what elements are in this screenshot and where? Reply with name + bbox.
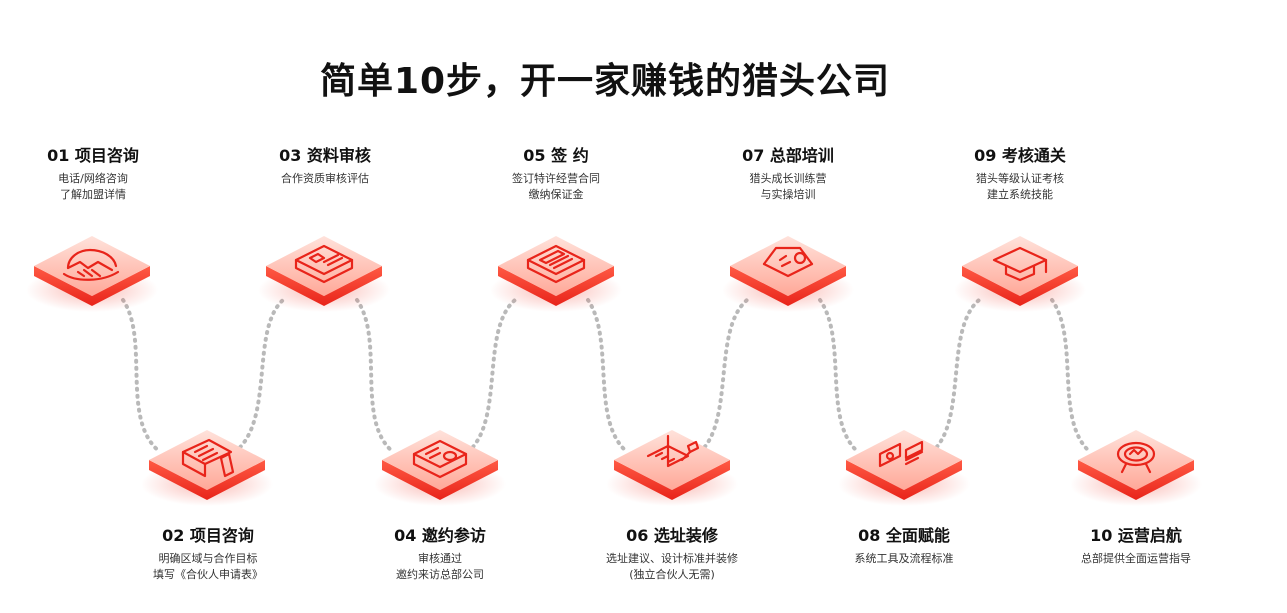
step-09-tile bbox=[950, 218, 1090, 318]
step-description: 签订特许经营合同 缴纳保证金 bbox=[456, 171, 656, 203]
step-description-line: 电话/网络咨询 bbox=[58, 172, 128, 185]
step-description-line: 系统工具及流程标准 bbox=[854, 552, 954, 565]
step-10: 10 运营启航 总部提供全面运营指导 bbox=[1036, 526, 1236, 567]
step-description-line: 总部提供全面运营指导 bbox=[1081, 552, 1191, 565]
step-description-line: (独立合伙人无需) bbox=[629, 568, 715, 581]
step-01: 01 项目咨询 电话/网络咨询 了解加盟详情 bbox=[0, 146, 193, 203]
step-02: 02 项目咨询 明确区域与合作目标 填写《合伙人申请表》 bbox=[108, 526, 308, 583]
step-10-tile bbox=[1066, 412, 1206, 512]
step-07: 07 总部培训 猎头成长训练营 与实操培训 bbox=[688, 146, 888, 203]
step-description: 电话/网络咨询 了解加盟详情 bbox=[0, 171, 193, 203]
step-05: 05 签 约 签订特许经营合同 缴纳保证金 bbox=[456, 146, 656, 203]
step-09: 09 考核通关 猎头等级认证考核 建立系统技能 bbox=[920, 146, 1120, 203]
award-badge-icon bbox=[1116, 441, 1156, 474]
step-heading: 07 总部培训 bbox=[742, 146, 834, 165]
contract-icon bbox=[526, 244, 586, 284]
step-description-line: 与实操培训 bbox=[760, 188, 816, 201]
step-heading: 04 邀约参访 bbox=[394, 526, 486, 545]
step-description-line: 建立系统技能 bbox=[987, 188, 1053, 201]
step-heading: 09 考核通关 bbox=[974, 146, 1066, 165]
step-description-line: 猎头等级认证考核 bbox=[976, 172, 1064, 185]
step-heading: 06 选址装修 bbox=[626, 526, 718, 545]
step-06-tile bbox=[602, 412, 742, 512]
toolkit-icon bbox=[878, 440, 924, 468]
step-heading: 05 签 约 bbox=[523, 146, 589, 165]
page-title: 简单10步，开一家赚钱的猎头公司 bbox=[319, 61, 891, 102]
step-07-tile bbox=[718, 218, 858, 318]
graduation-cap-icon bbox=[992, 246, 1048, 282]
step-description-line: 明确区域与合作目标 bbox=[158, 552, 258, 565]
step-description-line: 审核通过 bbox=[418, 552, 462, 565]
step-description: 总部提供全面运营指导 bbox=[1036, 551, 1236, 567]
step-04: 04 邀约参访 审核通过 邀约来访总部公司 bbox=[340, 526, 540, 583]
building-brush-icon bbox=[646, 434, 700, 468]
step-heading: 10 运营启航 bbox=[1090, 526, 1182, 545]
step-description-line: 合作资质审核评估 bbox=[281, 172, 369, 185]
step-05-tile bbox=[486, 218, 626, 318]
step-description: 系统工具及流程标准 bbox=[804, 551, 1004, 567]
document-pen-icon bbox=[181, 438, 235, 478]
step-description-line: 选址建议、设计标准并装修 bbox=[606, 552, 738, 565]
step-description: 审核通过 邀约来访总部公司 bbox=[340, 551, 540, 583]
step-description-line: 填写《合伙人申请表》 bbox=[153, 568, 263, 581]
step-heading: 08 全面赋能 bbox=[858, 526, 950, 545]
step-03: 03 资料审核 合作资质审核评估 bbox=[225, 146, 425, 187]
step-description-line: 签订特许经营合同 bbox=[512, 172, 600, 185]
training-icon bbox=[762, 246, 814, 278]
id-card-icon bbox=[294, 244, 354, 284]
step-description-line: 了解加盟详情 bbox=[60, 188, 126, 201]
step-01-tile bbox=[22, 218, 162, 318]
step-description-line: 缴纳保证金 bbox=[528, 188, 584, 201]
step-description-line: 邀约来访总部公司 bbox=[396, 568, 484, 581]
step-08: 08 全面赋能 系统工具及流程标准 bbox=[804, 526, 1004, 567]
step-description: 猎头等级认证考核 建立系统技能 bbox=[920, 171, 1120, 203]
step-02-tile bbox=[137, 412, 277, 512]
step-heading: 02 项目咨询 bbox=[162, 526, 254, 545]
step-description: 选址建议、设计标准并装修 (独立合伙人无需) bbox=[572, 551, 772, 583]
step-06: 06 选址装修 选址建议、设计标准并装修 (独立合伙人无需) bbox=[572, 526, 772, 583]
step-08-tile bbox=[834, 412, 974, 512]
invitation-icon bbox=[412, 439, 468, 479]
step-description: 猎头成长训练营 与实操培训 bbox=[688, 171, 888, 203]
step-heading: 01 项目咨询 bbox=[47, 146, 139, 165]
step-heading: 03 资料审核 bbox=[279, 146, 371, 165]
step-04-tile bbox=[370, 412, 510, 512]
handshake-icon bbox=[62, 248, 120, 281]
step-03-tile bbox=[254, 218, 394, 318]
step-description-line: 猎头成长训练营 bbox=[749, 172, 827, 185]
step-description: 合作资质审核评估 bbox=[225, 171, 425, 187]
step-description: 明确区域与合作目标 填写《合伙人申请表》 bbox=[108, 551, 308, 583]
